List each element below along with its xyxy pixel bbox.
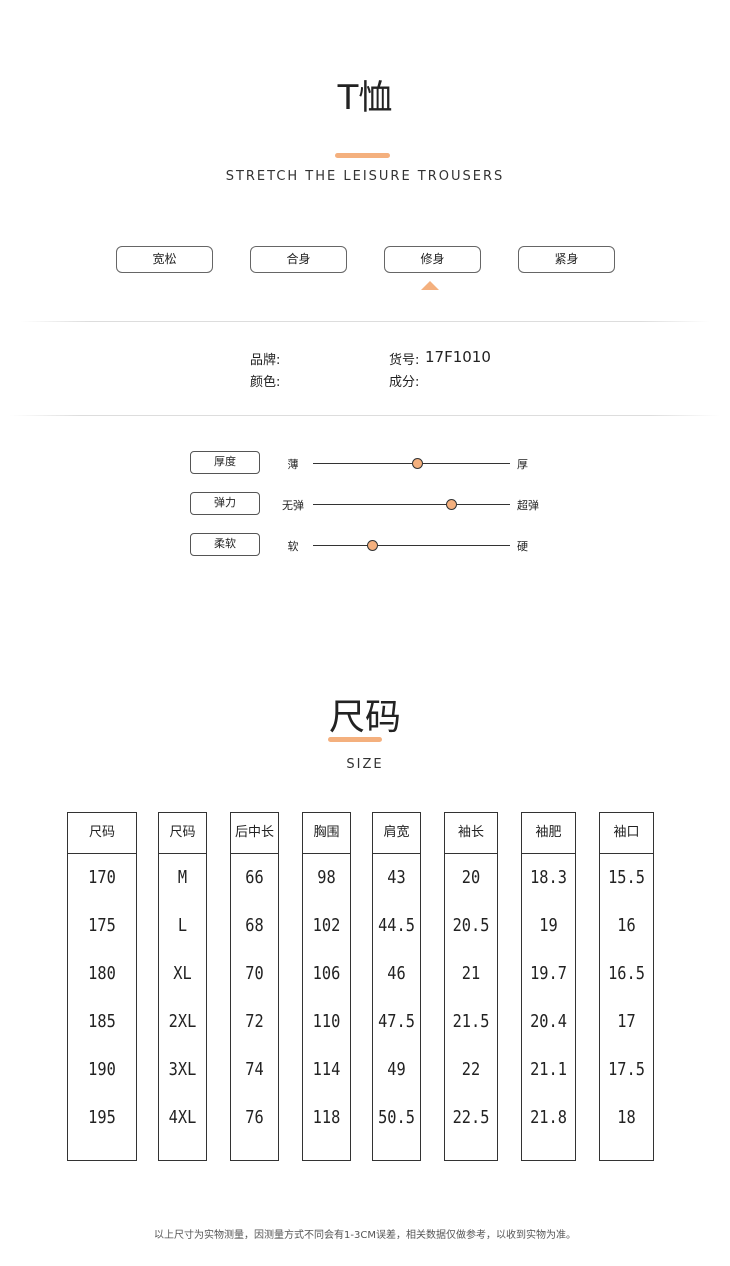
divider xyxy=(20,321,710,322)
title-accent-bar xyxy=(335,153,390,158)
table-cell: 70 xyxy=(245,963,264,984)
table-cell: 110 xyxy=(312,1011,341,1032)
table-cell: 114 xyxy=(312,1059,341,1080)
table-cell: 72 xyxy=(245,1011,264,1032)
table-cell: 50.5 xyxy=(378,1107,415,1128)
table-cell: L xyxy=(177,915,188,936)
column-header: 袖口 xyxy=(600,813,653,854)
page-subtitle: STRETCH THE LEISURE TROUSERS xyxy=(225,169,505,184)
size-column: 肩宽 43 44.5 46 47.5 49 50.5 xyxy=(372,812,421,1161)
table-cell: 102 xyxy=(312,915,341,936)
size-subtitle: SIZE xyxy=(346,757,384,772)
table-cell: 68 xyxy=(245,915,264,936)
table-cell: 185 xyxy=(88,1011,116,1032)
attribute-max-label: 厚 xyxy=(517,458,528,471)
size-column: 胸围 98 102 106 110 114 118 xyxy=(302,812,351,1161)
size-column: 袖长 20 20.5 21 21.5 22 22.5 xyxy=(444,812,498,1161)
table-cell: 21.1 xyxy=(530,1059,567,1080)
slider-thumb xyxy=(412,458,424,469)
table-cell: 43 xyxy=(387,867,406,888)
table-cell: 18.3 xyxy=(530,867,567,888)
table-cell: 22 xyxy=(461,1059,481,1080)
table-cell: 19.7 xyxy=(530,963,567,984)
size-accent-bar xyxy=(328,737,382,742)
table-cell: 17.5 xyxy=(608,1059,645,1080)
attribute-min-label: 薄 xyxy=(287,458,299,471)
fit-option-regular[interactable]: 合身 xyxy=(250,246,347,273)
color-label: 颜色: xyxy=(250,375,281,390)
table-cell: 106 xyxy=(312,963,341,984)
table-cell: 2XL xyxy=(168,1011,197,1032)
table-cell: 98 xyxy=(317,867,336,888)
item-no-value: 17F1010 xyxy=(425,348,491,366)
attribute-min-label: 软 xyxy=(287,540,299,553)
table-cell: 16 xyxy=(617,915,636,936)
table-cell: 17 xyxy=(617,1011,636,1032)
divider xyxy=(10,415,720,416)
table-cell: 170 xyxy=(88,867,116,888)
table-cell: 118 xyxy=(312,1107,341,1128)
attribute-min-label: 无弹 xyxy=(282,499,304,512)
material-label: 成分: xyxy=(389,375,420,390)
fit-option-slim[interactable]: 修身 xyxy=(384,246,481,273)
size-column: 尺码 M L XL 2XL 3XL 4XL xyxy=(158,812,207,1161)
attribute-label: 弹力 xyxy=(190,492,260,515)
table-cell: 18 xyxy=(617,1107,636,1128)
table-cell: 180 xyxy=(88,963,116,984)
table-cell: 195 xyxy=(88,1107,116,1128)
column-header: 袖肥 xyxy=(522,813,575,854)
column-header: 胸围 xyxy=(303,813,350,854)
attribute-label: 厚度 xyxy=(190,451,260,474)
attribute-label: 柔软 xyxy=(190,533,260,556)
table-cell: 20.4 xyxy=(530,1011,567,1032)
attribute-slider xyxy=(313,499,510,510)
size-column: 袖肥 18.3 19 19.7 20.4 21.1 21.8 xyxy=(521,812,576,1161)
measurement-note: 以上尺寸为实物测量，因测量方式不同会有1-3CM误差，相关数据仅做参考，以收到实… xyxy=(154,1230,576,1241)
table-cell: 74 xyxy=(245,1059,264,1080)
size-title: 尺码 xyxy=(328,697,401,738)
table-cell: 49 xyxy=(387,1059,406,1080)
attribute-max-label: 超弹 xyxy=(517,499,539,512)
column-header: 肩宽 xyxy=(373,813,420,854)
table-cell: 175 xyxy=(88,915,116,936)
table-cell: 22.5 xyxy=(452,1107,490,1128)
table-cell: 15.5 xyxy=(608,867,645,888)
column-header: 尺码 xyxy=(159,813,206,854)
table-cell: M xyxy=(177,867,188,888)
table-cell: 21.5 xyxy=(452,1011,490,1032)
table-cell: 3XL xyxy=(168,1059,197,1080)
attribute-slider xyxy=(313,458,510,469)
table-cell: 16.5 xyxy=(608,963,645,984)
table-cell: 19 xyxy=(539,915,558,936)
column-header: 尺码 xyxy=(68,813,136,854)
selected-indicator-icon xyxy=(421,281,439,290)
table-cell: 47.5 xyxy=(378,1011,415,1032)
attribute-slider xyxy=(313,540,510,551)
size-column: 后中长 66 68 70 72 74 76 xyxy=(230,812,279,1161)
table-cell: 66 xyxy=(245,867,264,888)
table-cell: 190 xyxy=(88,1059,116,1080)
fit-option-loose[interactable]: 宽松 xyxy=(116,246,213,273)
table-cell: 44.5 xyxy=(378,915,415,936)
table-cell: 76 xyxy=(245,1107,264,1128)
table-cell: 46 xyxy=(387,963,406,984)
table-cell: 4XL xyxy=(168,1107,197,1128)
item-no-label: 货号: xyxy=(389,353,420,368)
size-column: 袖口 15.5 16 16.5 17 17.5 18 xyxy=(599,812,654,1161)
column-header: 后中长 xyxy=(231,813,278,854)
table-cell: 20.5 xyxy=(452,915,490,936)
slider-thumb xyxy=(367,540,379,551)
brand-label: 品牌: xyxy=(250,353,281,368)
size-column: 尺码 170 175 180 185 190 195 xyxy=(67,812,137,1161)
table-cell: 20 xyxy=(461,867,481,888)
column-header: 袖长 xyxy=(445,813,497,854)
slider-thumb xyxy=(445,499,457,510)
table-cell: 21.8 xyxy=(530,1107,567,1128)
table-cell: 21 xyxy=(461,963,481,984)
attribute-max-label: 硬 xyxy=(517,540,528,553)
table-cell: XL xyxy=(173,963,192,984)
page-title: T恤 xyxy=(337,78,393,118)
fit-option-tight[interactable]: 紧身 xyxy=(518,246,615,273)
